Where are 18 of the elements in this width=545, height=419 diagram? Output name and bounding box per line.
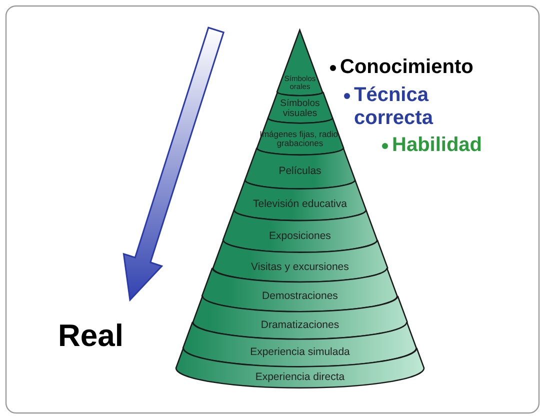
cone-level — [222, 210, 378, 252]
cone-level — [183, 322, 417, 367]
level-label: Experiencia directa — [254, 372, 346, 383]
level-label: Visitas y excursiones — [250, 262, 350, 273]
cone-level — [244, 148, 356, 189]
level-label: Películas — [278, 166, 322, 178]
level-label: Televisión educativa — [252, 199, 348, 210]
outcome-label: Habilidad — [392, 134, 484, 157]
outcome-label: Conocimiento — [340, 56, 474, 79]
level-label: Exposiciones — [268, 230, 332, 242]
axis-label: Real — [58, 318, 124, 354]
cone-level — [277, 30, 323, 96]
level-label: Demostraciones — [261, 291, 339, 302]
outcome-label: Técnica correcta — [354, 84, 434, 130]
level-label: Símbolos visuales — [279, 99, 321, 120]
level-label: Experiencia simulada — [249, 347, 351, 358]
level-label: Dramatizaciones — [260, 320, 340, 331]
cone-level — [176, 348, 424, 388]
